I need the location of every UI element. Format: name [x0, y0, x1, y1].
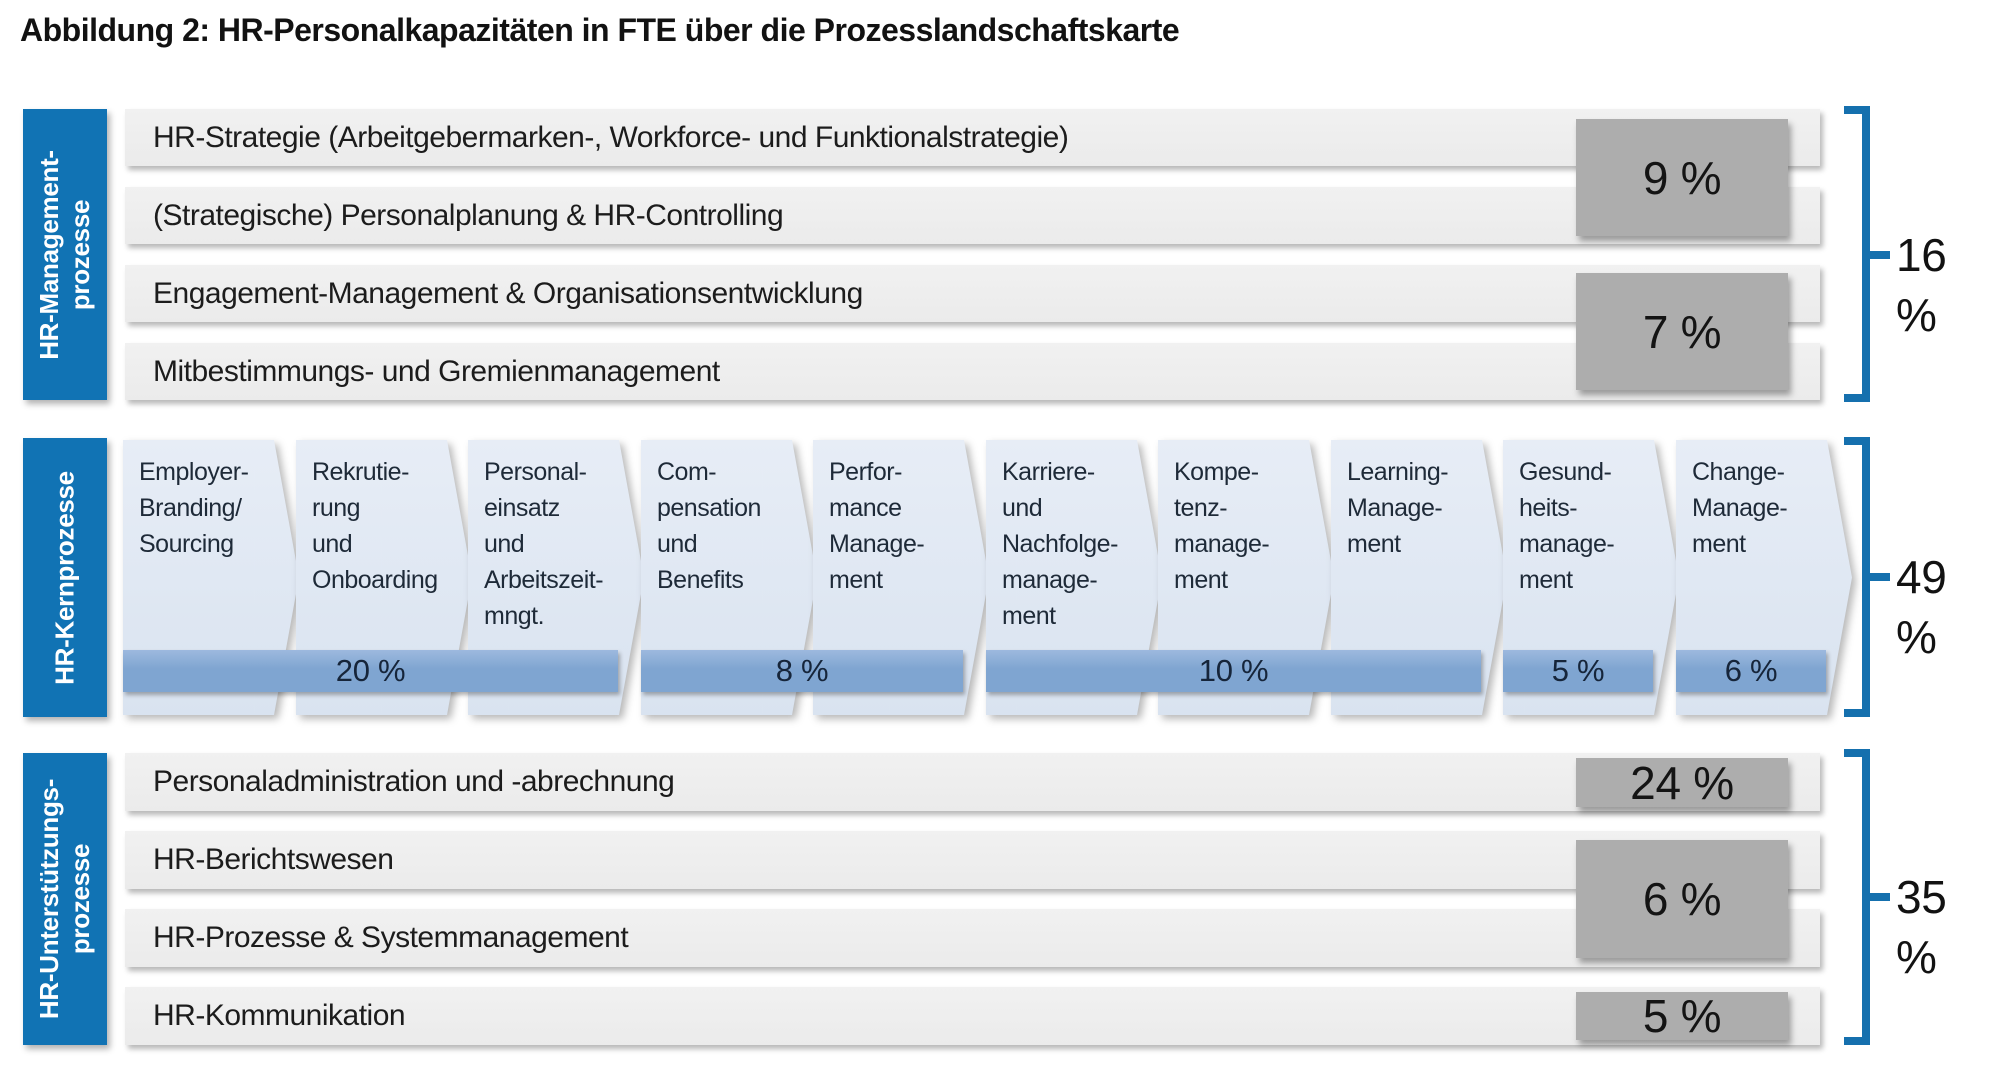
percent-box-9: 9 %: [1576, 119, 1788, 236]
bracket-management-cap-bottom: [1844, 394, 1870, 402]
bracket-unterstuetzung-cap-bottom: [1844, 1037, 1870, 1045]
chevron-label: Employer- Branding/ Sourcing: [139, 458, 249, 558]
percent-box-24: 24 %: [1576, 757, 1788, 809]
bracket-management-tick: [1870, 251, 1890, 259]
bracket-kern-total: 49 %: [1896, 551, 1947, 663]
percent-box-5: 5 %: [1576, 990, 1788, 1042]
bracket-kern-cap-bottom: [1844, 709, 1870, 717]
row-hr-prozesse-system: HR-Prozesse & Systemmanagement: [125, 909, 1820, 967]
bracket-kern-cap-top: [1844, 437, 1870, 445]
percent-bar-6: 6 %: [1676, 650, 1826, 692]
bracket-unterstuetzung-cap-top: [1844, 749, 1870, 757]
bracket-unterstuetzung-total: 35 %: [1896, 871, 1947, 983]
percent-box-6: 6 %: [1576, 840, 1788, 958]
row-label: HR-Prozesse & Systemmanagement: [153, 921, 629, 954]
row-label: HR-Kommunikation: [153, 999, 406, 1032]
percent-bar-8: 8 %: [641, 650, 963, 692]
row-personalplanung: (Strategische) Personalplanung & HR-Cont…: [125, 187, 1820, 244]
sidebar-unterstuetzung: HR-Unterstützungs- prozesse: [23, 753, 107, 1045]
chevron-label: Kompe- tenz- manage- ment: [1174, 458, 1270, 594]
row-label: Engagement-Management & Organisationsent…: [153, 276, 863, 310]
sidebar-management-label: HR-Management- prozesse: [33, 149, 95, 360]
figure-title: Abbildung 2: HR-Personalkapazitäten in F…: [20, 12, 1180, 48]
chevron-label: Personal- einsatz und Arbeitszeit- mngt.: [484, 458, 604, 630]
bracket-unterstuetzung-tick: [1870, 893, 1890, 901]
sidebar-kernprozesse-label: HR-Kernprozesse: [49, 470, 80, 685]
row-personaladministration: Personaladministration und -abrechnung: [125, 753, 1820, 811]
row-hr-strategie: HR-Strategie (Arbeitgebermarken-, Workfo…: [125, 109, 1820, 166]
bracket-kern-line: [1862, 437, 1870, 717]
sidebar-unterstuetzung-label: HR-Unterstützungs- prozesse: [33, 778, 95, 1020]
sidebar-management: HR-Management- prozesse: [23, 109, 107, 400]
row-label: Mitbestimmungs- und Gremienmanagement: [153, 354, 720, 388]
sidebar-kernprozesse: HR-Kernprozesse: [23, 438, 107, 717]
bracket-kern-tick: [1870, 573, 1890, 581]
percent-bar-10: 10 %: [986, 650, 1481, 692]
percent-bar-5: 5 %: [1503, 650, 1653, 692]
chevron-label: Gesund- heits- manage- ment: [1519, 458, 1615, 594]
bracket-management-cap-top: [1844, 106, 1870, 114]
percent-bar-20: 20 %: [123, 650, 618, 692]
bracket-management-line: [1862, 106, 1870, 402]
bracket-unterstuetzung-line: [1862, 749, 1870, 1045]
row-hr-berichtswesen: HR-Berichtswesen: [125, 831, 1820, 889]
row-mitbestimmung: Mitbestimmungs- und Gremienmanagement: [125, 343, 1820, 400]
row-label: Personaladministration und -abrechnung: [153, 765, 675, 798]
row-label: HR-Strategie (Arbeitgebermarken-, Workfo…: [153, 120, 1069, 154]
chevron-label: Learning- Manage- ment: [1347, 458, 1449, 558]
chevron-label: Com- pensation und Benefits: [657, 458, 761, 594]
chevron-label: Perfor- mance Manage- ment: [829, 458, 925, 594]
bracket-management-total: 16 %: [1896, 229, 1947, 341]
row-engagement-management: Engagement-Management & Organisationsent…: [125, 265, 1820, 322]
row-hr-kommunikation: HR-Kommunikation: [125, 987, 1820, 1045]
chevron-label: Karriere- und Nachfolge- manage- ment: [1002, 458, 1118, 630]
row-label: HR-Berichtswesen: [153, 843, 394, 876]
chevron-label: Rekrutie- rung und Onboarding: [312, 458, 438, 594]
row-label: (Strategische) Personalplanung & HR-Cont…: [153, 198, 784, 232]
percent-box-7: 7 %: [1576, 273, 1788, 390]
chevron-label: Change- Manage- ment: [1692, 458, 1788, 558]
